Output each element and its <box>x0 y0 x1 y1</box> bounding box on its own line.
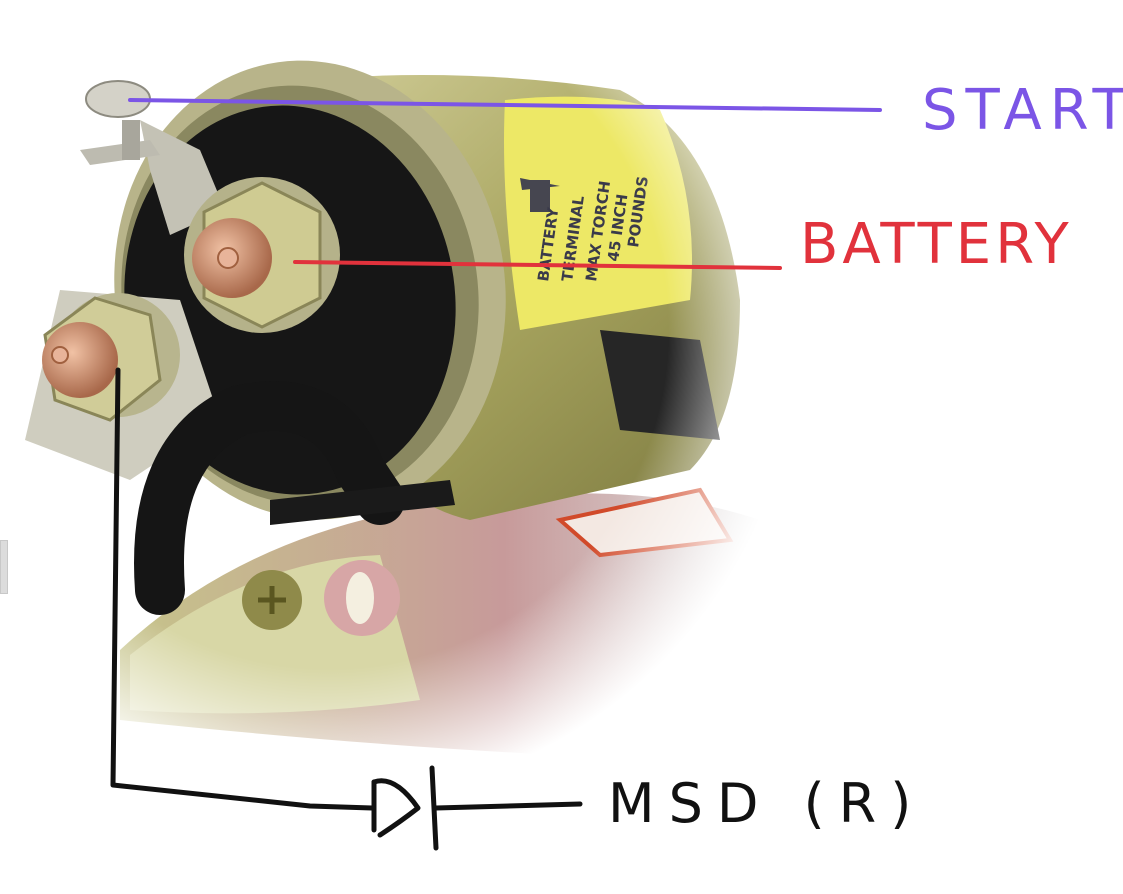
battery-wire-line <box>293 260 782 270</box>
battery-annotation-label: BATTERY <box>800 212 1073 277</box>
side-scroll-tab <box>0 540 8 594</box>
start-wire-line <box>128 98 882 112</box>
diode-symbol-icon <box>371 765 583 851</box>
msd-annotation-label: MSD (R) <box>608 772 926 835</box>
msd-wire-line <box>110 367 375 811</box>
start-annotation-label: START <box>922 78 1123 143</box>
